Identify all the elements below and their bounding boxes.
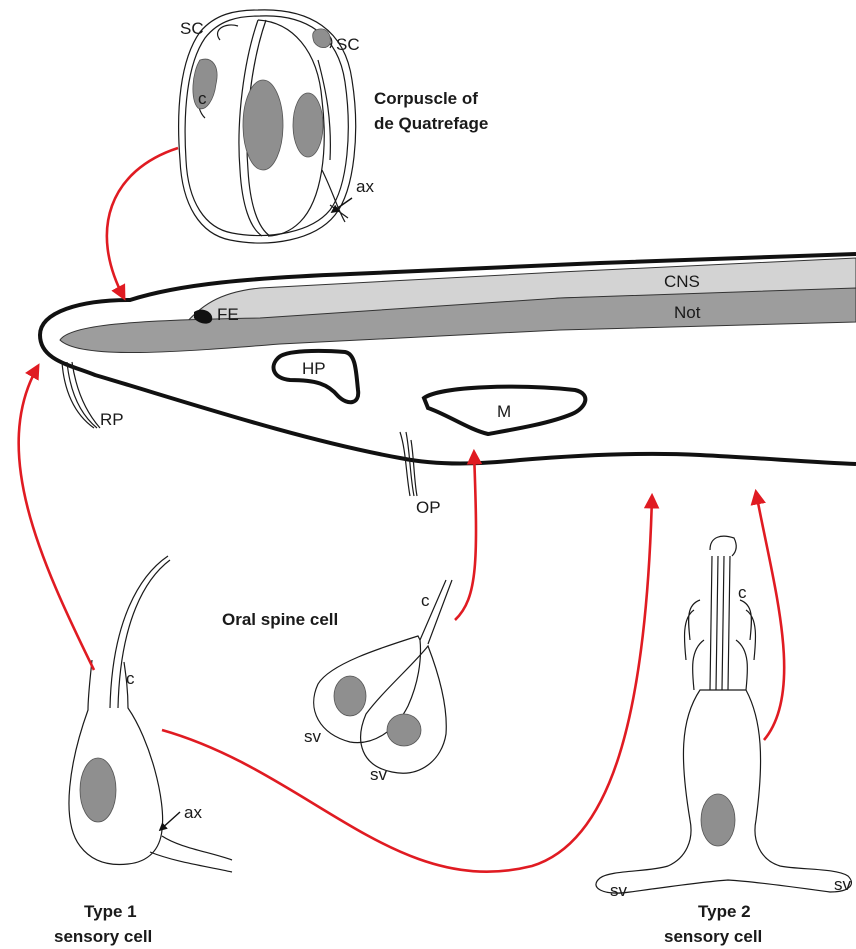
label-sv-type2-left: sv [610,881,628,900]
type2-sensory-cell [596,536,851,893]
corpuscle-of-de-quatrefage [179,10,356,243]
oral-spine-cell [314,580,452,773]
label-ax-type1: ax [184,803,202,822]
arrow-oral-spine-to-mouth [455,452,476,620]
label-rp: RP [100,410,124,429]
type1-sensory-cell [69,556,232,872]
label-c-type1: c [126,669,135,688]
title-type1-line1: Type 1 [84,902,137,921]
arrow-corpuscle-to-body [107,148,178,298]
label-fe: FE [217,305,239,324]
label-hp: HP [302,359,326,378]
label-m: M [497,402,511,421]
title-corpuscle-line1: Corpuscle of [374,89,478,108]
label-c-oral: c [421,591,430,610]
label-c-corpuscle: c [198,89,207,108]
label-op: OP [416,498,441,517]
arrow-type1-to-body [162,496,652,872]
title-type1-line2: sensory cell [54,927,152,946]
title-corpuscle-line2: de Quatrefage [374,114,488,133]
title-type2-line2: sensory cell [664,927,762,946]
label-sc-right: SC [336,35,360,54]
label-sv-type2-right: sv [834,875,852,894]
label-not: Not [674,303,701,322]
label-sv-oral-1: sv [304,727,322,746]
label-ax-corpuscle: ax [356,177,374,196]
amphioxus-body [40,254,856,496]
label-cns: CNS [664,272,700,291]
arrow-type2-to-body [756,492,784,740]
label-c-type2: c [738,583,747,602]
label-sv-oral-2: sv [370,765,388,784]
title-type2-line1: Type 2 [698,902,751,921]
title-oral-spine-cell: Oral spine cell [222,610,338,629]
label-sc-left: SC [180,19,204,38]
